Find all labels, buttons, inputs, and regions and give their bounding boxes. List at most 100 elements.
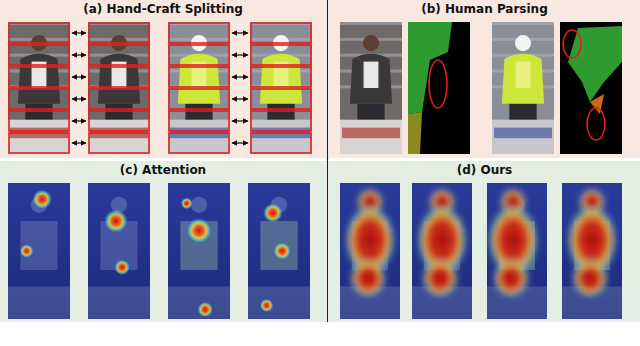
match-arrow: [72, 54, 86, 55]
illustration-part: [502, 54, 544, 104]
illustration-part: [88, 22, 150, 154]
illustration-part: [250, 22, 312, 154]
match-arrow: [232, 54, 248, 55]
person-photo: [250, 22, 312, 154]
highlight-ellipse: [563, 30, 581, 58]
highlight-ellipse: [587, 108, 605, 140]
illustration-part: [562, 183, 622, 319]
illustration-part: [492, 22, 554, 154]
panel-ground: [329, 0, 640, 158]
person-photo: [168, 22, 230, 154]
illustration-part: [516, 62, 531, 88]
match-arrow: [232, 98, 248, 99]
panel-heading: (d) Ours: [329, 163, 640, 178]
stripe-box: [89, 23, 149, 43]
heading-text: (d) Ours: [454, 163, 516, 177]
stripe-box: [89, 67, 149, 87]
illustration-part: [342, 128, 400, 139]
body-activation: [417, 188, 467, 297]
heatmap-image: [340, 183, 400, 319]
parsing-map: [560, 22, 622, 154]
panel: (c) Attention: [0, 161, 326, 322]
illustration-part: [515, 35, 531, 51]
stripe-box: [89, 133, 149, 153]
illustration-part: [509, 104, 536, 122]
heading-text: (b) Human Parsing: [418, 2, 551, 16]
attention-spot: [114, 259, 130, 275]
person-photo: [492, 22, 554, 154]
illustration-part: [408, 112, 422, 154]
heatmap-image: [88, 183, 150, 319]
panel-heading: (b) Human Parsing: [329, 2, 640, 17]
stripe-box: [169, 89, 229, 109]
stripe-box: [169, 133, 229, 153]
parsing-map: [408, 22, 470, 154]
person-photo: [8, 22, 70, 154]
illustration-part: [8, 120, 70, 154]
attention-spot: [197, 301, 213, 317]
attention-spot: [181, 197, 193, 209]
match-arrow: [232, 32, 248, 33]
illustration-part: [267, 104, 294, 122]
illustration-part: [494, 128, 552, 139]
stripe-box: [251, 23, 311, 43]
illustration-part: [350, 54, 392, 104]
body-activation: [567, 188, 617, 297]
panel-ground: [0, 0, 326, 158]
stripe-box: [169, 45, 229, 65]
illustration-part: [185, 104, 212, 122]
illustration-part: [340, 22, 402, 154]
illustration-part: [8, 286, 70, 319]
attention-spot: [20, 244, 34, 258]
illustration-part: [88, 120, 150, 154]
match-arrow: [72, 120, 86, 121]
illustration-part: [492, 120, 554, 154]
panel-ground: [329, 161, 640, 322]
illustration-part: [20, 221, 57, 270]
illustration-part: [98, 54, 140, 104]
stripe-box: [9, 133, 69, 153]
stripe-box: [89, 111, 149, 131]
attention-spot: [186, 218, 212, 244]
stripe-box: [251, 111, 311, 131]
illustration-part: [363, 35, 379, 51]
stripe-box: [251, 45, 311, 65]
illustration-part: [88, 286, 150, 319]
divider-line: [327, 0, 328, 322]
illustration-part: [408, 22, 470, 154]
heading-text: (c) Attention: [117, 163, 209, 177]
illustration-part: [18, 54, 60, 104]
illustration-part: [168, 22, 230, 154]
panel-heading: (a) Hand-Craft Splitting: [0, 2, 326, 17]
illustration-part: [260, 221, 297, 270]
illustration-part: [8, 22, 70, 154]
illustration-part: [350, 259, 386, 297]
attention-spot: [260, 298, 274, 312]
stripe-box: [9, 67, 69, 87]
illustration-part: [340, 22, 402, 25]
illustration-part: [168, 120, 230, 154]
match-arrow: [72, 142, 86, 143]
body-activation: [488, 188, 538, 297]
stripe-box: [9, 111, 69, 131]
stripe-box: [169, 23, 229, 43]
stripe-box: [251, 67, 311, 87]
attention-spot: [263, 203, 283, 223]
illustration-part: [572, 259, 608, 297]
panel-heading: (c) Attention: [0, 163, 326, 178]
stripe-box: [9, 89, 69, 109]
attention-spot: [104, 209, 128, 233]
highlight-ellipse: [429, 60, 447, 108]
illustration-part: [357, 104, 384, 122]
illustration-part: [168, 286, 230, 319]
attention-spot: [273, 242, 291, 260]
match-arrow: [72, 32, 86, 33]
illustration-part: [487, 183, 547, 319]
illustration-part: [408, 22, 452, 114]
stripe-box: [9, 23, 69, 43]
panel: (a) Hand-Craft Splitting: [0, 0, 326, 158]
heatmap-image: [487, 183, 547, 319]
stripe-box: [251, 89, 311, 109]
